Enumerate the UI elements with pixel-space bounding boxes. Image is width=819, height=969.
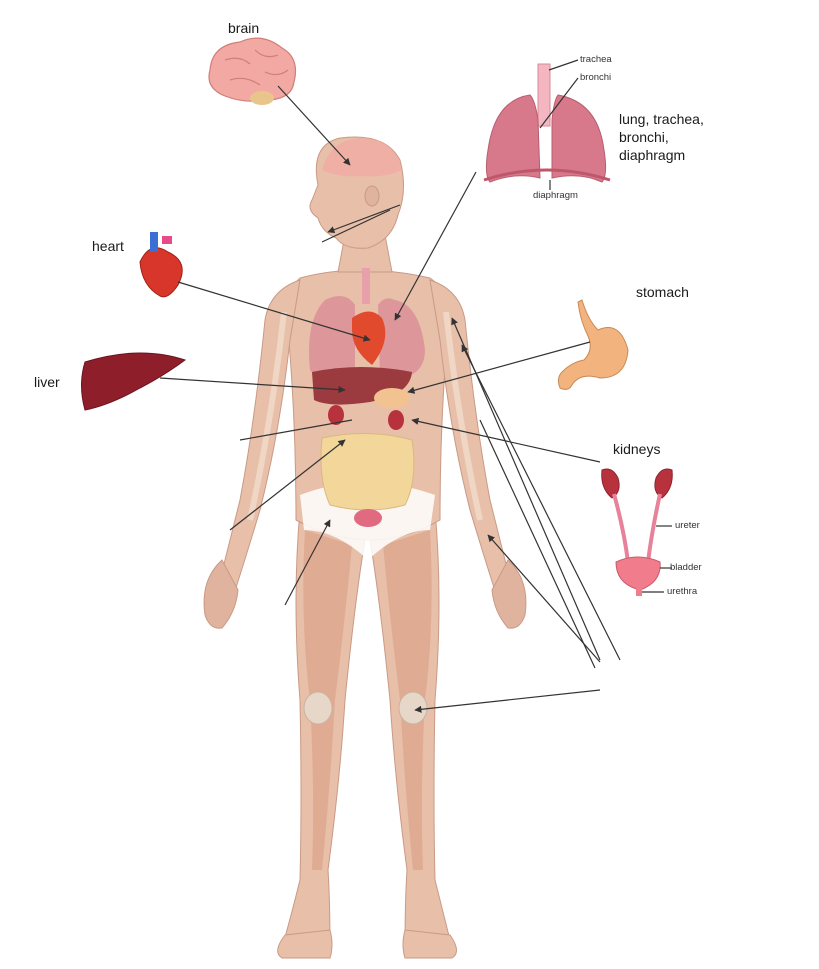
bone-pointer-wrist bbox=[479, 419, 596, 669]
right-hand bbox=[491, 559, 527, 629]
left-hand bbox=[203, 559, 239, 629]
mouth-pointer bbox=[327, 204, 401, 234]
body-bladder bbox=[354, 509, 382, 527]
stomach-label: stomach bbox=[636, 284, 689, 300]
trachea-pointer bbox=[548, 59, 579, 71]
trachea-label: trachea bbox=[580, 54, 612, 65]
brain-folds bbox=[224, 49, 289, 86]
bone-pointer-knee bbox=[414, 689, 601, 713]
body-kidney-left bbox=[328, 405, 344, 425]
kidney-left-shape bbox=[601, 468, 620, 499]
liver-illustration bbox=[81, 352, 187, 411]
bronchi-label: bronchi bbox=[580, 72, 612, 83]
bronchi-pointer bbox=[539, 77, 579, 129]
kidneys-label: kidneys bbox=[613, 441, 661, 457]
urethra-label: urethra bbox=[667, 586, 698, 597]
aorta-shape bbox=[150, 232, 158, 252]
kidney-right-shape bbox=[654, 468, 673, 499]
kidneys-pointer-2 bbox=[239, 419, 353, 441]
heart-shape bbox=[139, 247, 183, 298]
brain-label: brain bbox=[228, 20, 260, 36]
ureter-shapes bbox=[612, 493, 662, 563]
liver-label: liver bbox=[34, 374, 60, 390]
diaphragm-label: diaphragm bbox=[533, 190, 578, 201]
lungs-pointer bbox=[394, 171, 477, 321]
hip-pointer bbox=[284, 519, 331, 606]
liver-pointer bbox=[159, 377, 346, 394]
bladder-label: bladder bbox=[670, 562, 702, 573]
body-trachea bbox=[362, 268, 370, 304]
brain-shape bbox=[208, 37, 297, 102]
urinary-illustration bbox=[601, 468, 673, 596]
kidneys-pointer bbox=[411, 417, 601, 463]
left-knee bbox=[303, 691, 333, 725]
mouth-pointer-2 bbox=[321, 209, 391, 243]
right-foot bbox=[402, 929, 457, 959]
ear bbox=[364, 185, 380, 207]
left-foot bbox=[277, 929, 333, 959]
lungs-illustration bbox=[483, 63, 611, 183]
stomach-pointer bbox=[407, 341, 591, 394]
right-lung-shape bbox=[551, 94, 607, 183]
pointer-lines bbox=[159, 59, 672, 713]
left-arm-bone bbox=[247, 311, 287, 521]
human-body bbox=[203, 136, 527, 959]
right-knee bbox=[398, 691, 428, 725]
heart-illustration bbox=[139, 232, 183, 298]
lung-trachea-bronchi-diaphragm-label: lung, trachea, bronchi, diaphragm bbox=[619, 111, 704, 163]
right-arm-bone bbox=[443, 311, 483, 521]
internal-organs bbox=[309, 268, 425, 527]
brain-stem bbox=[250, 91, 274, 105]
urethra-shape bbox=[636, 588, 642, 596]
head-brain-region bbox=[322, 138, 402, 177]
body-intestines bbox=[320, 433, 415, 511]
ureter-label: ureter bbox=[675, 520, 700, 531]
trachea-shape bbox=[537, 63, 551, 127]
heart-label: heart bbox=[92, 238, 124, 254]
intestine-pointer bbox=[229, 439, 346, 531]
bone-pointer-elbow bbox=[461, 344, 621, 661]
bladder-shape bbox=[615, 556, 661, 591]
brain-pointer bbox=[277, 85, 351, 166]
artery-shape bbox=[162, 236, 172, 244]
body-stomach bbox=[374, 388, 410, 408]
bone-pointer-forearm bbox=[487, 534, 601, 663]
heart-pointer bbox=[177, 281, 371, 342]
stomach-illustration bbox=[557, 299, 629, 390]
diaphragm-shape bbox=[483, 168, 611, 182]
left-lung-shape bbox=[485, 94, 541, 183]
brain-illustration bbox=[208, 37, 297, 105]
body-kidney-right bbox=[388, 410, 404, 430]
